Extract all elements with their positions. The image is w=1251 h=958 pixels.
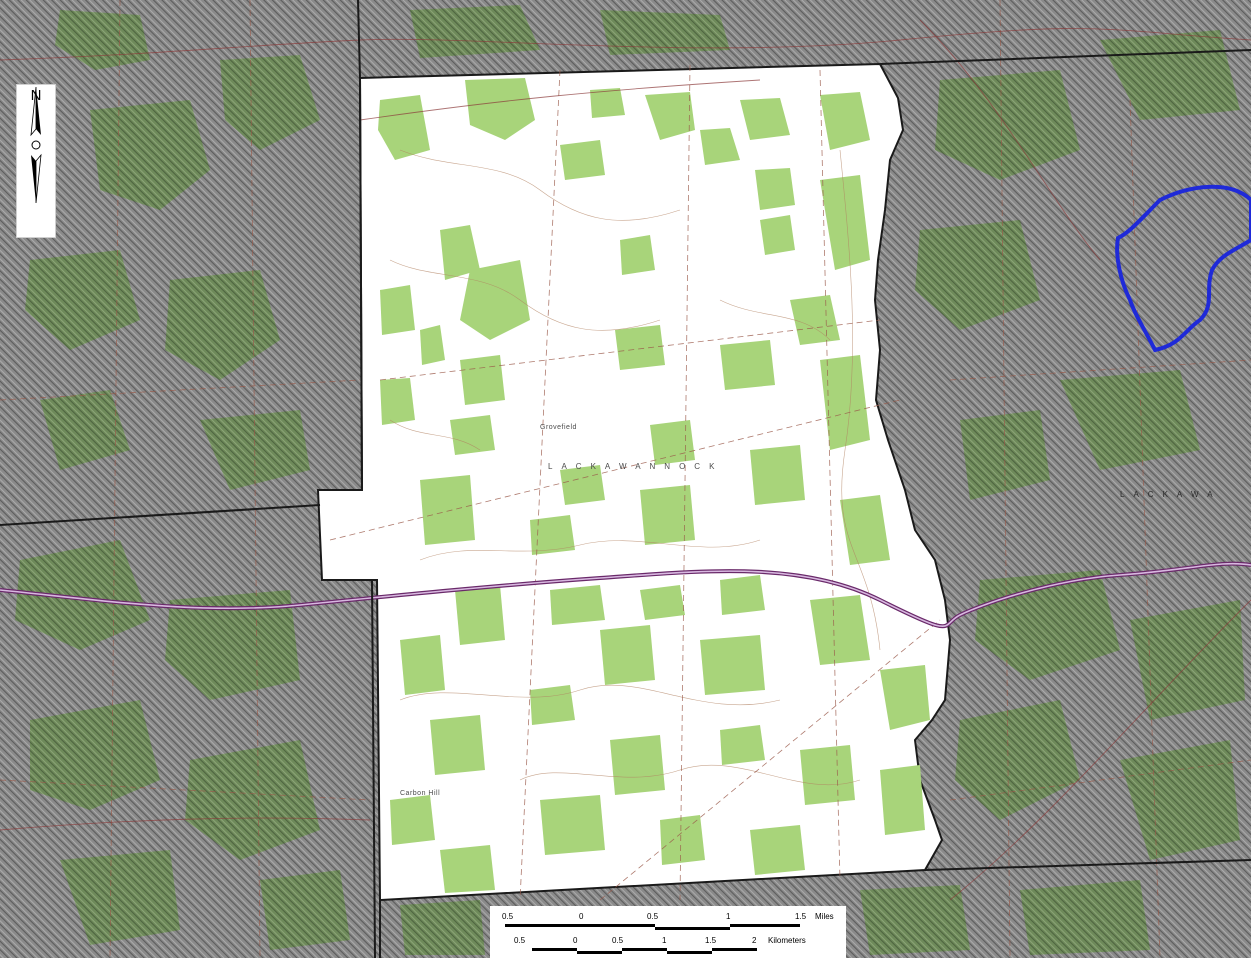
forest-patches (378, 78, 930, 893)
scale-mile-segment (730, 924, 800, 927)
scale-km-segment (532, 948, 577, 951)
scale-mile-segment (655, 927, 730, 930)
scale-mile-unit: Miles (815, 912, 834, 921)
scale-mile-tick-3: 0.5 (647, 912, 659, 921)
north-arrow-icon (30, 86, 42, 204)
scale-km-unit: Kilometers (768, 936, 806, 945)
scale-mile-tick-1: 0.5 (502, 912, 514, 921)
contour-lines (389, 149, 881, 786)
north-arrow: N (16, 84, 56, 238)
scale-mile-tick-4: 1 (726, 912, 731, 921)
scale-mile-tick-2: 0 (579, 912, 584, 921)
highway (0, 561, 1251, 629)
place-label-carbon-hill: Carbon Hill (400, 790, 441, 797)
scale-km-tick-3: 0.5 (612, 936, 624, 945)
place-label-grovefield: Grovefield (540, 424, 577, 431)
scale-km-segment (622, 948, 667, 951)
outside-forest-patches (15, 5, 1245, 955)
scale-bar: 0.5 0 0.5 1 1.5 Miles 0.5 0 0.5 1 1.5 2 … (490, 906, 846, 958)
scale-km-segment (712, 948, 757, 951)
scale-mile-segment (585, 924, 655, 927)
scale-km-tick-5: 1.5 (705, 936, 717, 945)
scale-km-segment (577, 951, 622, 954)
minor-roads (0, 19, 1251, 901)
scale-mile-tick-5: 1.5 (795, 912, 807, 921)
scale-mile-segment (505, 924, 585, 927)
scale-km-tick-4: 1 (662, 936, 667, 945)
scale-km-tick-2: 0 (573, 936, 578, 945)
place-label-lackawannock: LACKAWANNOCK (548, 462, 724, 471)
place-label-lackawa: LACKAWA (1120, 490, 1222, 499)
scale-km-tick-1: 0.5 (514, 936, 526, 945)
scale-km-tick-6: 2 (752, 936, 757, 945)
scale-km-segment (667, 951, 712, 954)
